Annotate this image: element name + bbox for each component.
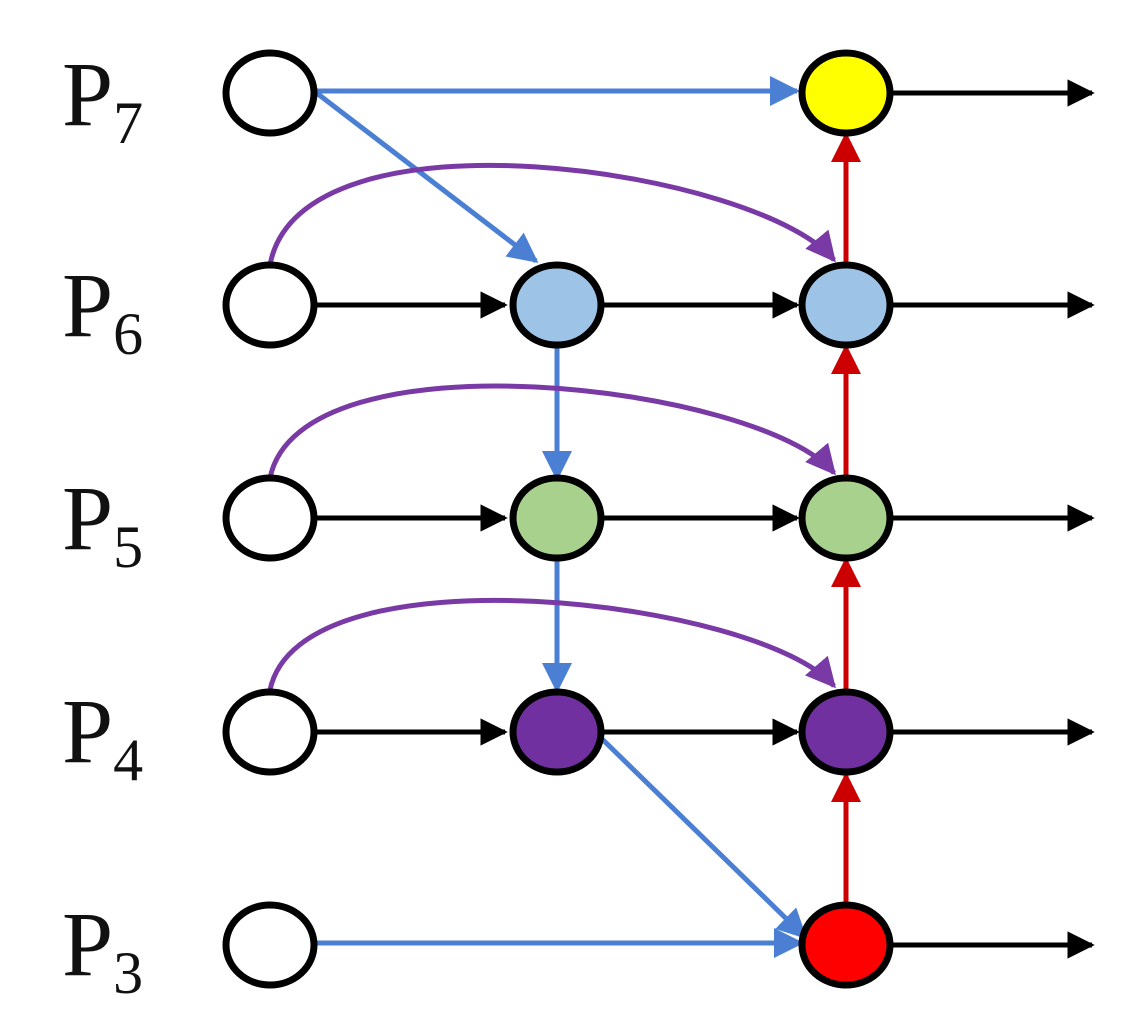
node-p4-input xyxy=(222,688,318,776)
level-label-p7: P7 xyxy=(62,43,143,156)
level-label-p6: P6 xyxy=(62,254,143,367)
node-p4-output xyxy=(798,688,894,776)
node-p7-output xyxy=(798,49,894,137)
top-down-edges xyxy=(312,76,808,958)
node-p6-intermediate xyxy=(509,261,605,349)
node-p5-output xyxy=(798,474,894,562)
level-label-p3: P3 xyxy=(62,893,143,1006)
node-p5-input xyxy=(222,474,318,562)
node-p6-output xyxy=(798,261,894,349)
intermediate-nodes xyxy=(509,261,605,776)
node-p3-input xyxy=(222,901,318,989)
node-p4-intermediate xyxy=(509,688,605,776)
node-p7-input xyxy=(222,49,318,137)
level-labels: P7 P6 P5 P4 P3 xyxy=(62,43,143,1006)
level-label-p5: P5 xyxy=(62,467,143,580)
node-p6-input xyxy=(222,261,318,349)
input-nodes xyxy=(222,49,318,989)
edge-blue-p4-to-p3 xyxy=(596,733,808,940)
edge-purple-p6 xyxy=(267,162,836,266)
edge-blue-p7-to-p6mid xyxy=(312,89,539,263)
node-p5-intermediate xyxy=(509,474,605,562)
lateral-edges xyxy=(316,79,1095,959)
node-p3-output xyxy=(798,901,894,989)
output-nodes xyxy=(798,49,894,989)
edge-purple-p4 xyxy=(267,597,836,691)
skip-edges xyxy=(267,162,836,691)
edge-purple-p5 xyxy=(267,383,836,479)
level-label-p4: P4 xyxy=(62,680,143,793)
